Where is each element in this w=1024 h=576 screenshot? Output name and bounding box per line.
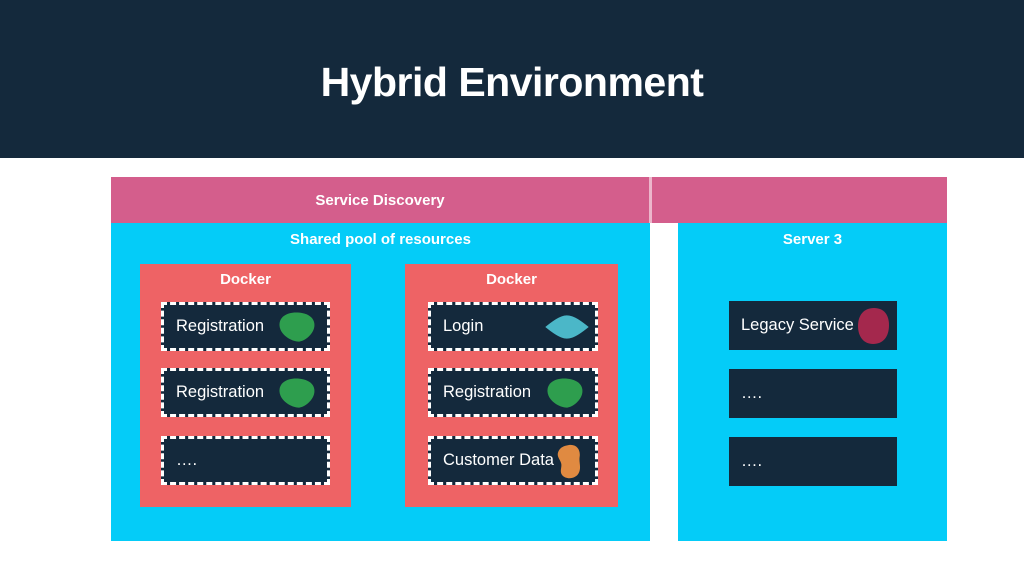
service-box-registration-3: Registration <box>428 368 598 417</box>
slide-header: Hybrid Environment <box>0 0 1024 158</box>
service-discovery-label: Service Discovery <box>315 191 445 209</box>
green-blob-icon <box>547 377 583 408</box>
docker-container-2: Docker Login Registration Customer Data <box>405 264 618 507</box>
service-box-placeholder: …. <box>729 437 897 486</box>
service-label: Customer Data <box>443 451 554 469</box>
green-blob-icon <box>279 311 315 342</box>
teal-blob-icon <box>545 314 589 339</box>
service-box-login: Login <box>428 302 598 351</box>
service-label: Registration <box>176 383 265 401</box>
banner-right-cell <box>652 177 947 223</box>
docker-2-title: Docker <box>486 271 537 288</box>
service-label: Legacy Service <box>741 316 854 334</box>
server-3-panel: Server 3 Legacy Service …. …. <box>678 223 947 541</box>
service-box-registration-2: Registration <box>161 368 330 417</box>
service-box-placeholder: …. <box>729 369 897 418</box>
service-discovery-banner: Service Discovery <box>111 177 947 223</box>
docker-container-1: Docker Registration Registration …. <box>140 264 351 507</box>
maroon-blob-icon <box>858 307 889 344</box>
green-blob-icon <box>279 377 315 408</box>
shared-pool-panel: Shared pool of resources Docker Registra… <box>111 223 650 541</box>
shared-pool-title: Shared pool of resources <box>290 231 471 248</box>
service-box-customer-data: Customer Data <box>428 436 598 485</box>
banner-divider <box>649 177 652 223</box>
service-label: …. <box>176 451 198 469</box>
service-box-placeholder: …. <box>161 436 330 485</box>
service-label: Registration <box>176 317 265 335</box>
service-label: …. <box>741 452 763 470</box>
service-box-registration-1: Registration <box>161 302 330 351</box>
docker-1-title: Docker <box>220 271 271 288</box>
service-box-legacy-service: Legacy Service <box>729 301 897 350</box>
service-discovery-cell: Service Discovery <box>111 177 649 223</box>
orange-blob-icon <box>557 444 581 479</box>
service-label: Registration <box>443 383 532 401</box>
service-label: …. <box>741 384 763 402</box>
service-label: Login <box>443 317 484 335</box>
slide-title: Hybrid Environment <box>320 58 704 105</box>
server-3-title: Server 3 <box>782 231 843 248</box>
